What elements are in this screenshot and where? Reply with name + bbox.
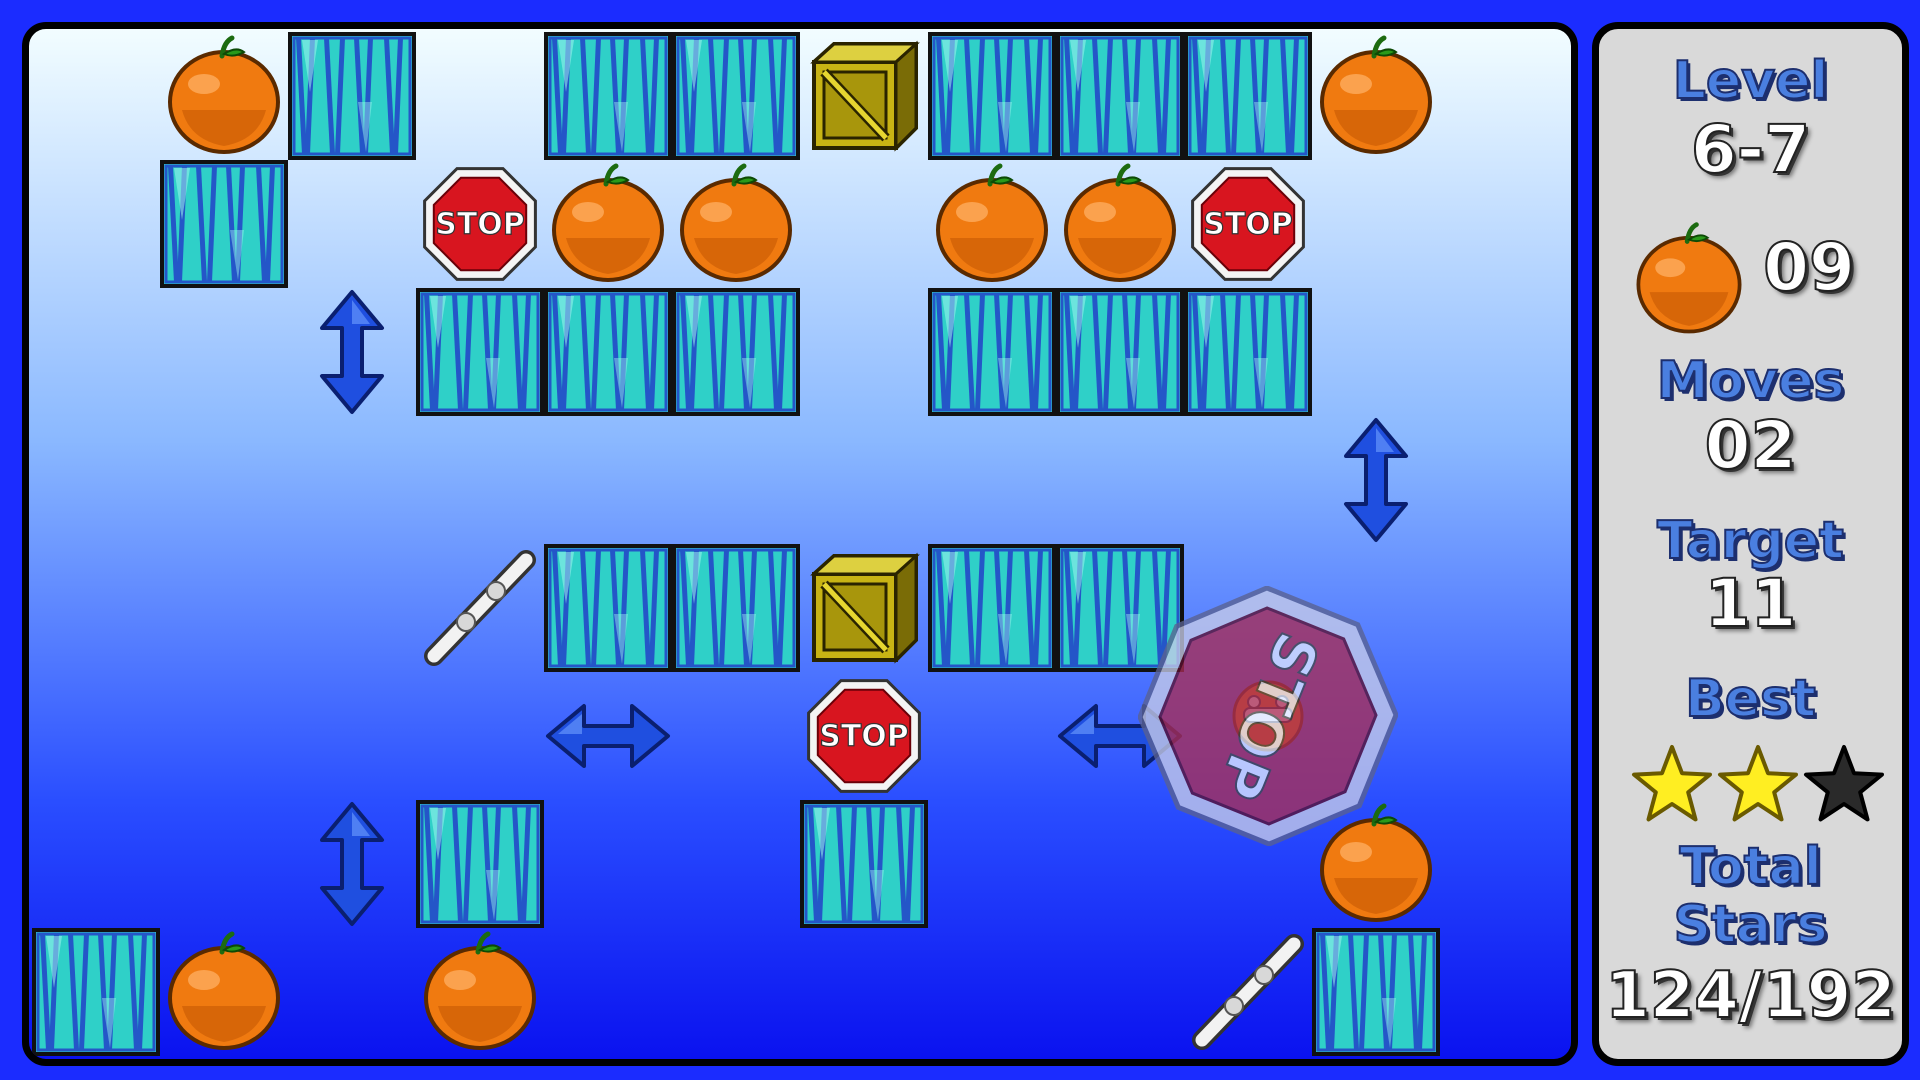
spring-bumper	[416, 544, 544, 672]
total-stars-label-line2: Stars	[1673, 894, 1829, 956]
player-character: STOP	[1137, 585, 1399, 847]
stop-sign-label: STOP	[435, 207, 525, 242]
moves-value: 02	[1704, 406, 1798, 485]
stop-sign-icon: STOP	[800, 672, 928, 800]
ice-block	[1184, 288, 1312, 416]
spring-bumper	[1184, 928, 1312, 1056]
hud-panel: Level 6-7 09 Moves 02 Target 11 Best Tot…	[1592, 22, 1909, 1066]
orange-fruit	[1056, 160, 1184, 288]
game-board[interactable]: STOP STOP	[22, 22, 1578, 1066]
best-label: Best	[1684, 668, 1817, 730]
ice-block	[672, 288, 800, 416]
stop-sign-icon: STOP	[416, 160, 544, 288]
target-label: Target	[1656, 510, 1845, 572]
horizontal-arrow-icon	[544, 672, 672, 800]
ice-block	[1056, 544, 1184, 672]
ice-block	[800, 800, 928, 928]
ice-block	[1184, 32, 1312, 160]
vertical-arrow-icon	[1312, 416, 1440, 544]
ice-block	[928, 32, 1056, 160]
fruit-count: 09	[1762, 228, 1856, 307]
ice-block	[1056, 32, 1184, 160]
wooden-crate	[800, 32, 928, 160]
stop-sign-icon: STOP	[1184, 160, 1312, 288]
ice-block	[1312, 928, 1440, 1056]
ice-block	[160, 160, 288, 288]
orange-fruit	[672, 160, 800, 288]
star-filled-icon	[1715, 741, 1801, 827]
ice-block	[32, 928, 160, 1056]
ice-block	[416, 800, 544, 928]
vertical-arrow-icon	[288, 288, 416, 416]
orange-fruit	[416, 928, 544, 1056]
orange-icon	[1629, 219, 1749, 339]
ice-block	[928, 288, 1056, 416]
ice-block	[544, 288, 672, 416]
total-stars-label-line1: Total	[1678, 836, 1822, 898]
orange-fruit	[1312, 32, 1440, 160]
star-empty-icon	[1801, 741, 1887, 827]
star-filled-icon	[1629, 741, 1715, 827]
ice-block	[672, 544, 800, 672]
moves-label: Moves	[1656, 350, 1846, 412]
ice-block	[544, 32, 672, 160]
vertical-arrow-icon	[288, 800, 416, 928]
orange-fruit	[544, 160, 672, 288]
ice-block	[544, 544, 672, 672]
stop-sign-label: STOP	[819, 719, 909, 754]
orange-fruit	[1312, 800, 1440, 928]
level-label: Level	[1672, 50, 1829, 112]
ice-block	[672, 32, 800, 160]
wooden-crate	[800, 544, 928, 672]
ice-block	[928, 544, 1056, 672]
orange-fruit	[928, 160, 1056, 288]
ice-block	[1056, 288, 1184, 416]
orange-fruit	[160, 928, 288, 1056]
level-value: 6-7	[1690, 110, 1811, 189]
target-value: 11	[1704, 564, 1798, 643]
total-stars-value: 124/192	[1604, 958, 1897, 1034]
ice-block	[416, 288, 544, 416]
ice-block	[288, 32, 416, 160]
stop-sign-label: STOP	[1203, 207, 1293, 242]
orange-fruit	[160, 32, 288, 160]
